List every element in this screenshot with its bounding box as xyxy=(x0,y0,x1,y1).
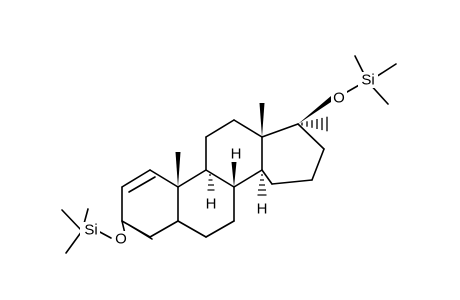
o17-label: O xyxy=(333,90,345,107)
h14-label: H xyxy=(257,201,268,218)
c17-methyl-hash xyxy=(301,116,328,132)
h14-hash xyxy=(257,174,267,196)
atom-si3: Si xyxy=(80,222,100,239)
c10-methyl-wedge xyxy=(175,152,181,187)
c17-oxygen-wedge xyxy=(298,96,334,124)
atom-o3: O xyxy=(113,231,129,248)
atom-si17: Si xyxy=(358,72,378,89)
ring-a xyxy=(121,169,179,240)
c13-methyl-wedge xyxy=(259,103,265,137)
ring-c xyxy=(205,119,263,188)
si17-label: Si xyxy=(361,72,374,89)
h9-label: H xyxy=(206,196,217,213)
h8-wedge xyxy=(231,162,237,187)
atom-o17: O xyxy=(331,90,347,107)
ring-b xyxy=(177,169,235,238)
si3-label: Si xyxy=(84,222,97,239)
h9-hash xyxy=(207,174,215,191)
h8-label: H xyxy=(231,146,242,163)
o3-label: O xyxy=(115,231,127,248)
ring-d xyxy=(261,123,325,185)
